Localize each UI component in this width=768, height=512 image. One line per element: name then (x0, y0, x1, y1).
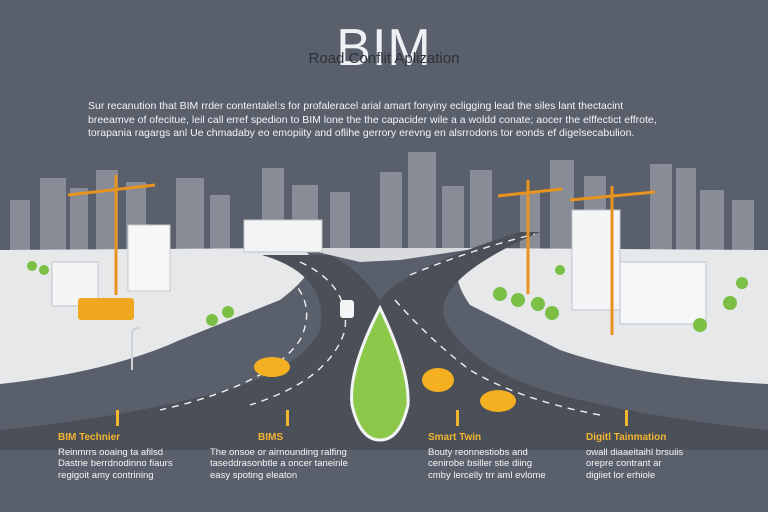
callout-heading: BIMS (258, 432, 283, 443)
lane-markings (159, 233, 601, 416)
callout-text: regigoit amy contrining (58, 470, 154, 482)
crane-icon-left (67, 175, 156, 295)
car (422, 368, 454, 392)
callout-heading: BIM Technier (58, 432, 121, 443)
truck (78, 298, 134, 320)
callout-text: digiiet lor erhiole (586, 470, 656, 482)
vehicles (78, 298, 516, 412)
hero-title-block: BIM (0, 22, 768, 74)
callout-text: Dastrie berrdnodinno fiaurs (58, 458, 173, 470)
intro-line: breeamve of ofecitue, leil call erref sp… (88, 113, 657, 126)
car (480, 390, 516, 412)
big-title: BIM (336, 19, 432, 77)
trees (27, 261, 748, 332)
car (254, 357, 290, 377)
building-left (51, 219, 323, 307)
intro-line: Sur recanution that BIM rrder contentale… (88, 100, 624, 112)
subtitle: Road Conflit Aplization (308, 50, 460, 67)
green-median (350, 304, 410, 442)
street-lamp (131, 327, 140, 370)
callout-digital-transformation: Digitl Tainmation owall diaaeitaihl brsu… (586, 432, 736, 482)
callout-text: Reinmrrs ooaing ta afilsd (58, 446, 164, 458)
callout-marker (116, 410, 119, 426)
callout-text: The onsoe or airnounding ralfing (210, 446, 347, 458)
intro-line: torapania ragargs anl Ue chmadaby eo emo… (88, 127, 635, 140)
callout-text: taseddrasonbtle a oncer taneinle (210, 458, 348, 470)
callout-heading: Smart Twin (428, 432, 482, 443)
callout-text: Bouty reonnestiobs and (428, 446, 528, 458)
skyline (10, 152, 754, 250)
callout-text: cenirobe bsiller stie diing (428, 458, 533, 470)
intro-paragraph: Sur recanution that BIM rrder contentale… (88, 100, 688, 141)
ground-center (300, 248, 480, 262)
callout-smart-twin: Smart Twin Bouty reonnestiobs and ceniro… (428, 432, 578, 482)
callout-text: easy spoting eleaton (210, 470, 298, 482)
city-road-scene (0, 152, 768, 450)
callout-text: cmby lercelly trr aml evlome (428, 470, 546, 482)
callout-text: orepre contrant ar (586, 458, 662, 470)
callout-heading: Digitl Tainmation (586, 432, 667, 443)
callout-marker (286, 410, 289, 426)
crane-icon-right (497, 180, 656, 335)
callout-bims: BIMS The onsoe or airnounding ralfing ta… (210, 432, 360, 482)
callout-marker (625, 410, 628, 426)
callout-marker (456, 410, 459, 426)
callout-bim-technier: BIM Technier Reinmrrs ooaing ta afilsd D… (58, 432, 208, 482)
callout-text: owall diaaeitaihl brsuiis (586, 446, 684, 458)
